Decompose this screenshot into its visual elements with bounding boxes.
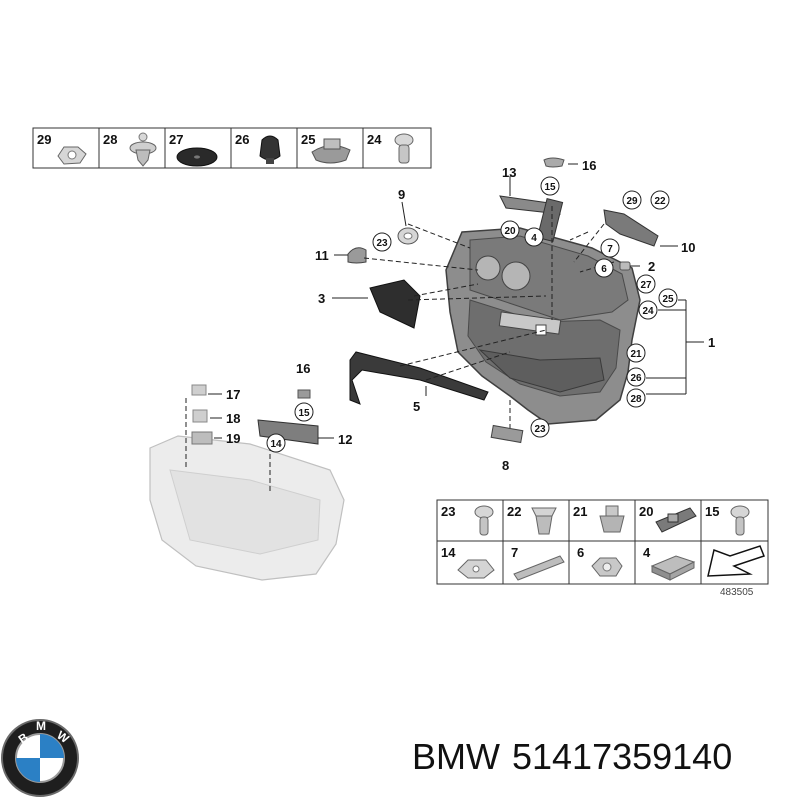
brand-part-number: BMW 51417359140 [412,737,744,777]
table-num-23: 23 [441,504,455,519]
table-num-15: 15 [705,504,719,519]
strip-num-24: 24 [367,132,382,147]
circle-20 [500,220,520,240]
circle-23-bottom [530,418,550,438]
strip-num-25: 25 [301,132,315,147]
table-num-22: 22 [507,504,521,519]
circle-22 [650,190,670,210]
callout-13: 13 [502,165,516,180]
callout-19: 19 [226,431,240,446]
circle-27 [636,274,656,294]
circled-callouts [266,176,678,453]
bracket-clip-icon [655,507,697,533]
part-number: 51417359140 [511,736,733,777]
armrest-strip-5 [349,351,489,405]
circle-label-22: 22 [654,196,666,207]
callout-8: 8 [502,458,509,473]
table-num-7: 7 [511,545,518,560]
callout-2: 2 [648,259,655,274]
circle-24 [638,300,658,320]
circle-label-4: 4 [531,233,537,244]
speed-nut-icon [457,559,495,579]
circle-label-15-left: 15 [298,408,310,419]
circle-label-20: 20 [504,226,516,237]
grommet-icon [259,135,281,164]
upper-small-parts [347,157,659,444]
circle-28 [626,388,646,408]
expanding-nut-icon [531,507,557,535]
retainer-clip-icon [599,505,625,533]
callout-labels: 1 2 3 5 8 9 10 11 12 13 16 16 17 18 19 [226,158,715,473]
diagram-code: 483505 [720,587,754,598]
circle-29 [622,190,642,210]
circle-label-21: 21 [630,349,642,360]
door-trim-panel [445,227,641,425]
parts-strip: 29 28 27 26 25 24 [32,127,432,169]
table-num-4: 4 [643,545,651,560]
callout-11: 11 [315,248,329,263]
table-num-14: 14 [441,545,456,560]
circle-label-26: 26 [630,373,642,384]
circle-15-top [540,176,560,196]
strip-num-27: 27 [169,132,183,147]
circle-label-23-top: 23 [376,238,388,249]
circle-label-25: 25 [662,294,674,305]
callout-18: 18 [226,411,240,426]
screw-icon [474,505,494,536]
strip-num-26: 26 [235,132,249,147]
callout-9: 9 [398,187,405,202]
circle-7 [600,238,620,258]
circle-15-left [294,402,314,422]
circle-23-top [372,232,392,252]
circled-callout-labels: 15 20 4 23 29 22 7 6 27 25 24 21 26 28 2… [270,182,674,450]
circle-label-28: 28 [630,394,642,405]
circle-label-29: 29 [626,196,638,207]
expanding-rivet-icon [129,132,157,167]
washer-icon [176,147,218,167]
screw-icon [394,133,414,164]
circle-6 [594,258,614,278]
svg-text:M: M [36,719,46,733]
pad-icon [650,555,696,581]
brand-name: BMW [412,736,500,777]
screw-icon [730,505,750,536]
ghost-door-panel [149,384,345,581]
callout-10: 10 [681,240,695,255]
trim-cover-3 [369,279,421,329]
callout-12: 12 [338,432,352,447]
circle-14 [266,433,286,453]
table-num-21: 21 [573,504,587,519]
circle-label-14: 14 [270,439,282,450]
solid-leader-lines [208,163,704,439]
bmw-logo: B M W [1,719,79,797]
arrow-icon [707,545,765,577]
strip-num-29: 29 [37,132,51,147]
strip-num-28: 28 [103,132,117,147]
circle-label-23-bottom: 23 [534,424,546,435]
circle-label-24: 24 [642,306,654,317]
callout-17: 17 [226,387,240,402]
circle-21 [626,343,646,363]
circle-label-27: 27 [640,280,652,291]
circle-label-6: 6 [601,264,607,275]
clip-strip-icon [513,555,565,581]
table-num-20: 20 [639,504,653,519]
circle-4 [524,227,544,247]
callout-3: 3 [318,291,325,306]
circle-label-7: 7 [607,244,613,255]
callout-16-top: 16 [582,158,596,173]
callout-5: 5 [413,399,420,414]
clip-icon [57,146,87,165]
hex-nut-icon [591,557,623,577]
circle-25 [658,288,678,308]
circle-label-15-top: 15 [544,182,556,193]
callout-16-left: 16 [296,361,310,376]
callout-1: 1 [708,335,715,350]
panel-clip-icon [311,138,351,164]
table-num-6: 6 [577,545,584,560]
circle-26 [626,367,646,387]
parts-table: 23 22 21 20 15 14 7 6 4 [436,499,769,598]
ghost-switch-parts [191,384,319,445]
